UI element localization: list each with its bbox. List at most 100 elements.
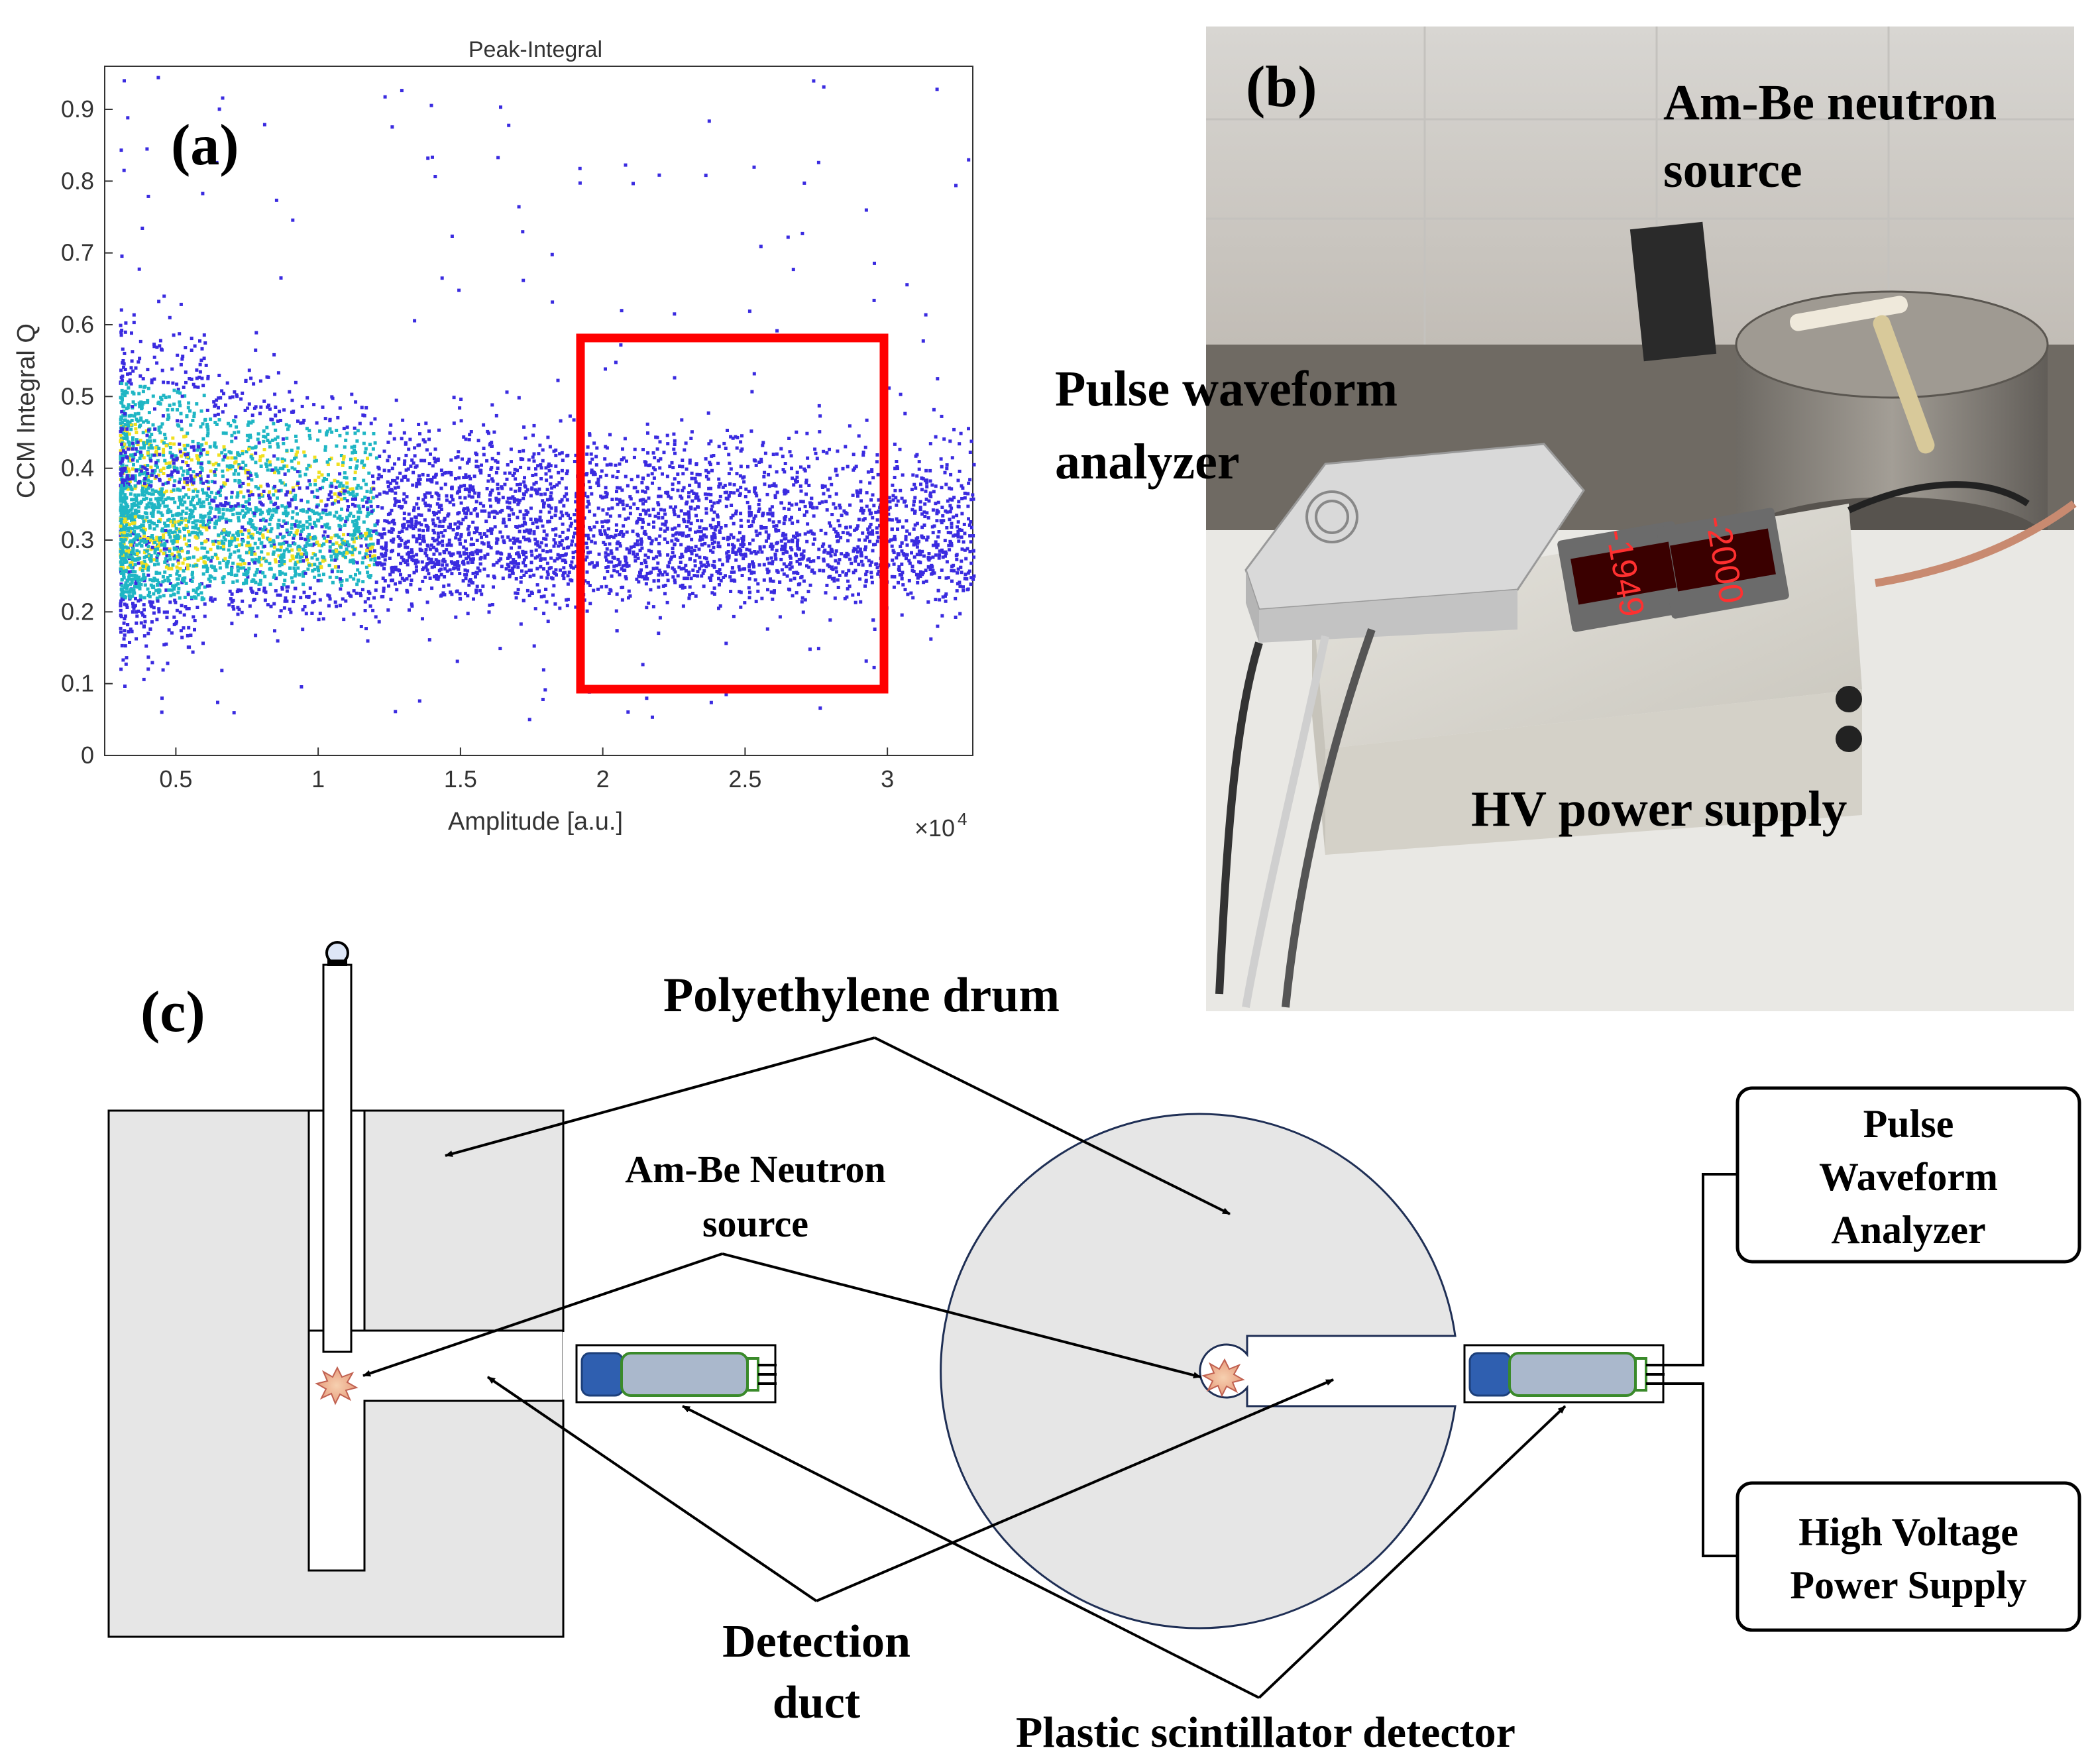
- scatter-point: [712, 592, 716, 596]
- scatter-point: [369, 574, 372, 578]
- scatter-point: [366, 513, 370, 516]
- scatter-point: [121, 347, 125, 351]
- scatter-point: [943, 470, 947, 474]
- scatter-point: [647, 601, 651, 605]
- scatter-point: [210, 498, 214, 502]
- scatter-point: [140, 492, 144, 496]
- scatter-point: [607, 507, 611, 511]
- scatter-point: [419, 459, 423, 463]
- scatter-point: [503, 471, 507, 475]
- scatter-point: [302, 547, 305, 551]
- scatter-point: [192, 448, 196, 452]
- scatter-point: [616, 570, 620, 574]
- scatter-point: [915, 553, 919, 557]
- scatter-point: [673, 570, 677, 574]
- scatter-point: [820, 486, 824, 489]
- scatter-point: [262, 399, 266, 403]
- scatter-point: [487, 474, 491, 477]
- scatter-point: [366, 555, 369, 559]
- scatter-point: [168, 442, 172, 446]
- scatter-point: [921, 571, 925, 575]
- scatter-point: [920, 525, 924, 529]
- scatter-point: [355, 466, 358, 470]
- scatter-point: [608, 542, 612, 546]
- scatter-point: [168, 465, 172, 469]
- scatter-point: [188, 409, 192, 413]
- scatter-point: [285, 547, 289, 551]
- scatter-point: [374, 615, 378, 619]
- scatter-point: [604, 584, 608, 588]
- scatter-point: [812, 559, 816, 563]
- scatter-point: [665, 573, 669, 577]
- scatter-point: [450, 592, 454, 596]
- scatter-point: [137, 609, 140, 613]
- scatter-point: [323, 530, 327, 534]
- scatter-point: [139, 465, 143, 469]
- scatter-point: [859, 509, 863, 513]
- scatter-point: [122, 362, 126, 366]
- scatter-point: [402, 462, 406, 466]
- scatter-point: [558, 556, 562, 560]
- scatter-point: [739, 486, 743, 490]
- scatter-point: [518, 449, 522, 453]
- scatter-point: [188, 508, 192, 512]
- scatter-point: [227, 548, 231, 552]
- scatter-point: [475, 529, 478, 533]
- scatter-point: [625, 459, 628, 463]
- scatter-point: [276, 442, 280, 446]
- scatter-point: [239, 529, 243, 533]
- scatter-point: [873, 543, 877, 547]
- scatter-point: [505, 477, 509, 481]
- scatter-point: [156, 562, 160, 566]
- scatter-point: [250, 413, 254, 417]
- scatter-point: [915, 545, 919, 549]
- scatter-point: [428, 504, 432, 508]
- scatter-point: [423, 459, 427, 463]
- scatter-point: [369, 490, 373, 494]
- scatter-point: [609, 535, 613, 538]
- scatter-point: [228, 396, 232, 400]
- scatter-point: [657, 459, 661, 463]
- scatter-point: [524, 436, 527, 440]
- scatter-point: [472, 531, 476, 535]
- scatter-point: [727, 494, 731, 498]
- scatter-point: [585, 609, 589, 613]
- scatter-point: [763, 470, 767, 474]
- scatter-point: [967, 481, 971, 485]
- scatter-point: [139, 454, 143, 458]
- scatter-point: [129, 413, 133, 417]
- scatter-point: [203, 602, 207, 606]
- scatter-point: [246, 489, 250, 493]
- scatter-point: [449, 458, 453, 462]
- scatter-point: [368, 453, 372, 457]
- scatter-point: [923, 515, 927, 518]
- scatter-point: [253, 552, 257, 556]
- scatter-point: [430, 565, 434, 569]
- scatter-point: [564, 486, 568, 490]
- scatter-point: [753, 486, 757, 490]
- scatter-point: [640, 481, 644, 484]
- scatter-point: [245, 433, 249, 437]
- scatter-point: [132, 502, 136, 506]
- scatter-point: [892, 585, 896, 589]
- scatter-point: [262, 557, 266, 561]
- scatter-point: [774, 484, 778, 488]
- scatter-point: [858, 491, 862, 494]
- scatter-point: [937, 530, 941, 533]
- scatter-point: [376, 476, 380, 480]
- scatter-point: [519, 580, 523, 584]
- scatter-point: [856, 545, 860, 549]
- scatter-point: [302, 582, 305, 586]
- scatter-point: [215, 520, 218, 523]
- scatter-point: [871, 476, 875, 480]
- scatter-point: [570, 543, 574, 547]
- scatter-point: [148, 600, 152, 604]
- scatter-point: [152, 355, 156, 359]
- scatter-point: [931, 531, 935, 535]
- scatter-point: [302, 418, 306, 422]
- scatter-point: [282, 519, 286, 523]
- scatter-point: [928, 491, 932, 495]
- scatter-point: [142, 441, 146, 445]
- scatter-point: [478, 469, 482, 472]
- scatter-point: [366, 508, 370, 511]
